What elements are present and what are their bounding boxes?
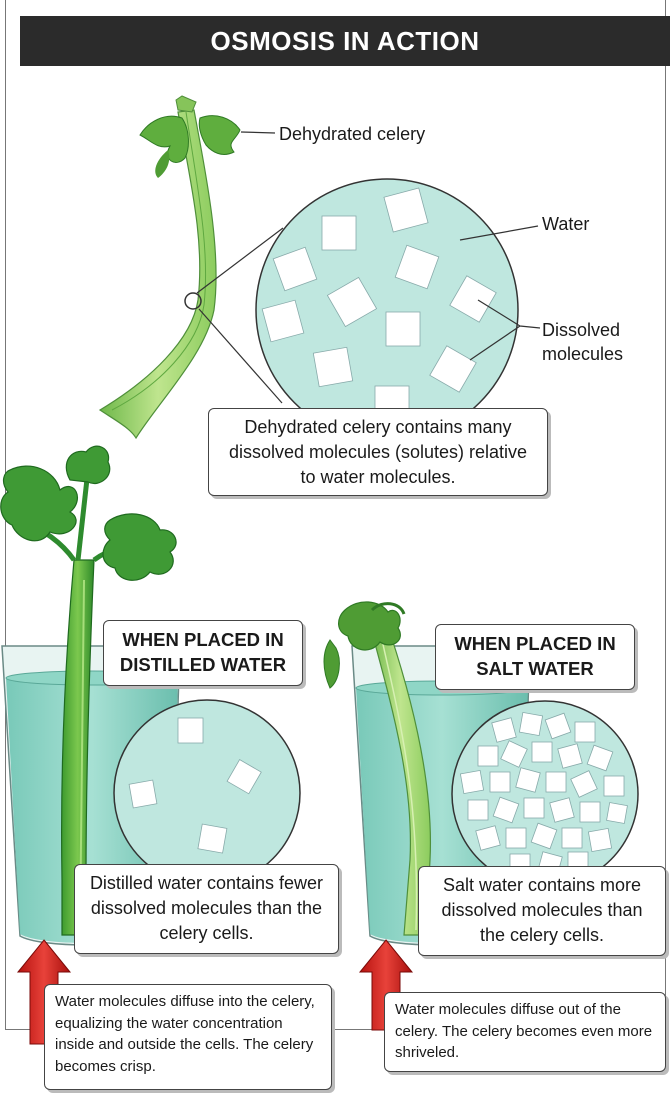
label-water: Water <box>542 214 589 235</box>
caption-top: Dehydrated celery contains many dissolve… <box>208 408 548 496</box>
dehydrated-celery <box>100 96 240 438</box>
top-magnified-circle <box>256 179 518 441</box>
caption-distilled: Distilled water contains fewer dissolved… <box>74 864 339 954</box>
heading-salt: WHEN PLACED IN SALT WATER <box>435 624 635 690</box>
result-distilled: Water molecules diffuse into the celery,… <box>44 984 332 1090</box>
label-dissolved-molecules: Dissolved molecules <box>542 318 642 366</box>
distilled-magnified-circle <box>114 700 300 886</box>
caption-salt: Salt water contains more dissolved molec… <box>418 866 666 956</box>
result-salt: Water molecules diffuse out of the celer… <box>384 992 666 1072</box>
salt-magnified-circle <box>452 701 638 887</box>
label-dehydrated-celery: Dehydrated celery <box>279 124 425 145</box>
heading-distilled: WHEN PLACED IN DISTILLED WATER <box>103 620 303 686</box>
